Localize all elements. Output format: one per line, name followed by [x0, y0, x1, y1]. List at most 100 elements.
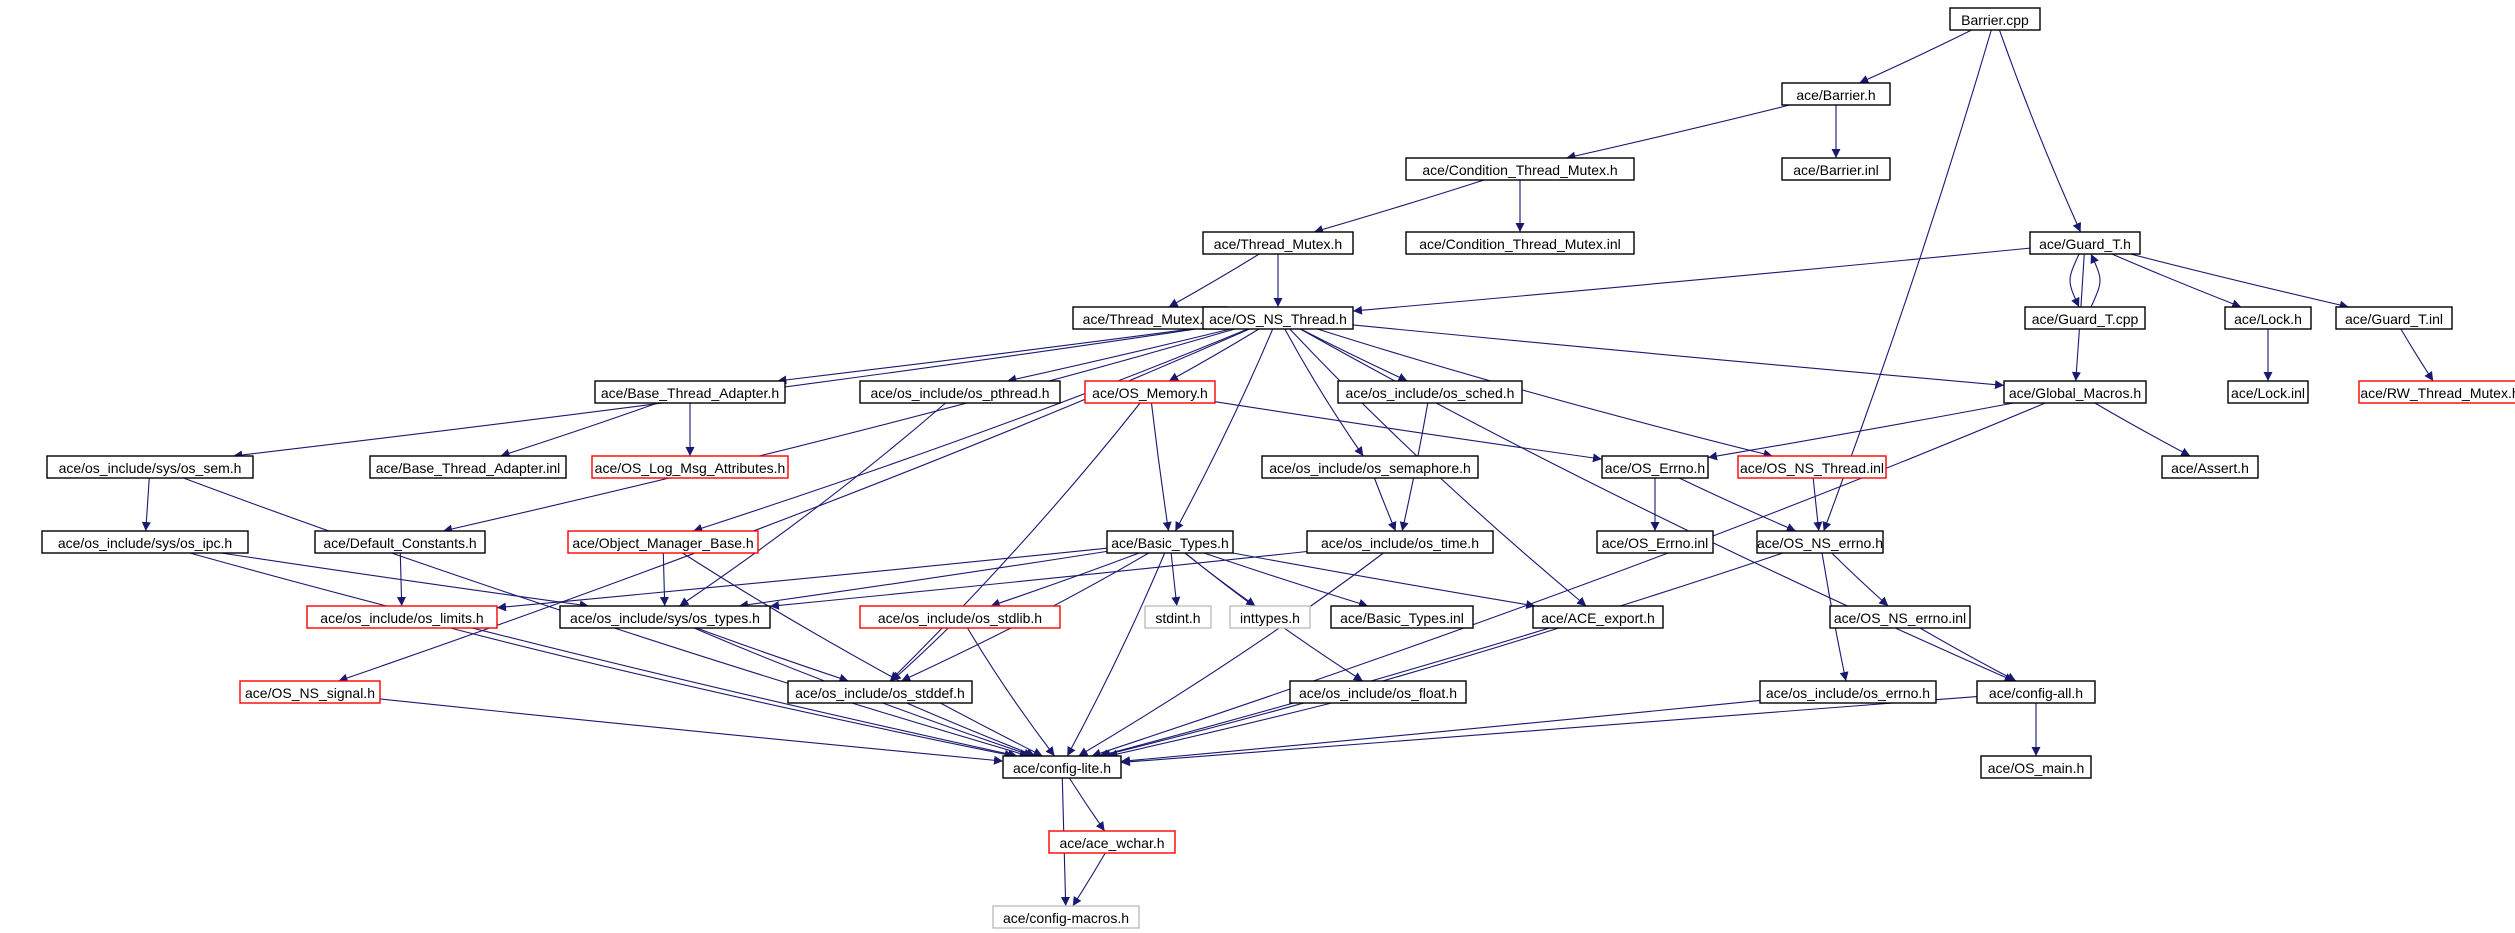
node-box	[1306, 530, 1494, 554]
node-os-ns-errno-inl[interactable]: ace/OS_NS_errno.inl	[1829, 605, 1971, 629]
node-base-thread-adapter-h[interactable]: ace/Base_Thread_Adapter.h	[594, 380, 786, 404]
node-label: ace/OS_NS_Thread.inl	[1740, 460, 1884, 476]
node-os-float-h[interactable]: ace/os_include/os_float.h	[1289, 680, 1467, 704]
node-barrier-inl[interactable]: ace/Barrier.inl	[1781, 157, 1891, 181]
node-os-errno-os-h[interactable]: ace/os_include/os_errno.h	[1759, 680, 1937, 704]
node-label: ace/Base_Thread_Adapter.h	[601, 385, 779, 401]
edge-config-lite-h-to-ace-wchar-h	[1068, 777, 1106, 832]
node-basic-types-h[interactable]: ace/Basic_Types.h	[1106, 530, 1234, 554]
edge-os-ipc-h-to-config-lite-h	[189, 552, 1018, 759]
node-config-all-h[interactable]: ace/config-all.h	[1976, 680, 2096, 704]
node-config-macros-h[interactable]: ace/config-macros.h	[992, 905, 1140, 929]
node-guard-t-cpp[interactable]: ace/Guard_T.cpp	[2024, 306, 2146, 330]
node-label: ace/Default_Constants.h	[323, 535, 476, 551]
node-global-macros-h[interactable]: ace/Global_Macros.h	[2003, 380, 2147, 404]
node-os-ipc-h[interactable]: ace/os_include/sys/os_ipc.h	[41, 530, 249, 554]
edge-os-ns-thread-h-to-basic-types-h	[1174, 328, 1274, 532]
node-default-constants-h[interactable]: ace/Default_Constants.h	[314, 530, 486, 554]
edge-os-ns-thread-h-to-base-thread-adapter-h	[777, 326, 1204, 385]
node-cond-thread-mutex-h[interactable]: ace/Condition_Thread_Mutex.h	[1405, 157, 1635, 181]
node-label: ace/os_include/os_semaphore.h	[1269, 460, 1471, 476]
edge-cond-thread-mutex-h-to-thread-mutex-h	[1313, 179, 1485, 234]
node-barrier-h[interactable]: ace/Barrier.h	[1781, 82, 1891, 106]
node-os-pthread-h[interactable]: ace/os_include/os_pthread.h	[859, 380, 1061, 404]
node-os-stdlib-h[interactable]: ace/os_include/os_stdlib.h	[859, 605, 1061, 629]
node-box	[1048, 830, 1176, 854]
edge-guard-t-cpp-to-guard-t-h	[2090, 253, 2101, 308]
node-cond-thread-mutex-inl[interactable]: ace/Condition_Thread_Mutex.inl	[1405, 231, 1635, 255]
node-label: ace/os_include/os_limits.h	[320, 610, 483, 626]
node-object-manager-base-h[interactable]: ace/Object_Manager_Base.h	[567, 530, 759, 554]
node-box	[2003, 380, 2147, 404]
node-rw-thread-mutex-h[interactable]: ace/RW_Thread_Mutex.h	[2358, 380, 2515, 404]
node-label: ace/OS_NS_signal.h	[245, 685, 375, 701]
node-os-errno-h[interactable]: ace/OS_Errno.h	[1601, 455, 1709, 479]
node-ace-export-h[interactable]: ace/ACE_export.h	[1532, 605, 1664, 629]
node-label: ace/Lock.h	[2234, 311, 2302, 327]
node-assert-h[interactable]: ace/Assert.h	[2161, 455, 2259, 479]
node-os-main-h[interactable]: ace/OS_main.h	[1980, 755, 2092, 779]
node-label: ace/OS_Memory.h	[1092, 385, 1208, 401]
node-os-errno-inl[interactable]: ace/OS_Errno.inl	[1596, 530, 1714, 554]
edge-basic-types-h-to-basic-types-inl	[1203, 552, 1369, 608]
node-box	[591, 455, 789, 479]
node-box	[2029, 231, 2141, 255]
node-barrier-cpp[interactable]: Barrier.cpp	[1949, 7, 2041, 31]
edge-os-ns-thread-h-to-os-pthread-h	[1007, 328, 1231, 384]
node-lock-h[interactable]: ace/Lock.h	[2224, 306, 2312, 330]
node-os-memory-h[interactable]: ace/OS_Memory.h	[1084, 380, 1216, 404]
edge-os-limits-h-to-config-lite-h	[450, 627, 1014, 759]
node-box	[859, 380, 1061, 404]
edge-ace-wchar-h-to-config-macros-h	[1072, 852, 1106, 907]
node-os-stddef-h[interactable]: ace/os_include/os_stddef.h	[787, 680, 973, 704]
node-guard-t-inl[interactable]: ace/Guard_T.inl	[2335, 306, 2453, 330]
node-os-ns-thread-inl[interactable]: ace/OS_NS_Thread.inl	[1737, 455, 1887, 479]
edge-os-errno-os-h-to-config-lite-h	[1120, 699, 1761, 766]
node-os-sched-h[interactable]: ace/os_include/os_sched.h	[1337, 380, 1523, 404]
node-box	[306, 605, 498, 629]
node-label: ace/os_include/sys/os_ipc.h	[58, 535, 232, 551]
edge-os-ns-thread-h-to-os-semaphore-h	[1284, 328, 1364, 457]
edge-basic-types-h-to-ace-export-h	[1232, 552, 1536, 609]
node-label: ace/Global_Macros.h	[2009, 385, 2141, 401]
node-inttypes-h[interactable]: inttypes.h	[1229, 605, 1311, 629]
node-label: ace/OS_NS_errno.inl	[1834, 610, 1966, 626]
node-config-lite-h[interactable]: ace/config-lite.h	[1002, 755, 1122, 779]
node-lock-inl[interactable]: ace/Lock.inl	[2227, 380, 2309, 404]
node-thread-mutex-h[interactable]: ace/Thread_Mutex.h	[1202, 231, 1354, 255]
node-label: ace/Object_Manager_Base.h	[572, 535, 753, 551]
node-base-thread-adapter-inl[interactable]: ace/Base_Thread_Adapter.inl	[369, 455, 567, 479]
node-label: ace/Basic_Types.h	[1111, 535, 1229, 551]
node-box	[46, 455, 254, 479]
edge-os-memory-h-to-os-errno-h	[1214, 401, 1603, 463]
node-os-ns-thread-h[interactable]: ace/OS_NS_Thread.h	[1202, 306, 1354, 330]
node-box	[1106, 530, 1234, 554]
edge-os-memory-h-to-basic-types-h	[1150, 402, 1172, 532]
node-ace-wchar-h[interactable]: ace/ace_wchar.h	[1048, 830, 1176, 854]
edge-barrier-cpp-to-guard-t-h	[1998, 29, 2082, 233]
edge-basic-types-h-to-os-types-h	[738, 550, 1108, 610]
node-os-semaphore-h[interactable]: ace/os_include/os_semaphore.h	[1261, 455, 1479, 479]
edge-os-stdlib-h-to-config-lite-h	[967, 627, 1055, 757]
node-box	[1229, 605, 1311, 629]
edge-thread-mutex-h-to-thread-mutex-inl	[1168, 253, 1260, 308]
node-os-ns-signal-h[interactable]: ace/OS_NS_signal.h	[239, 680, 381, 704]
node-stdint-h[interactable]: stdint.h	[1144, 605, 1212, 629]
node-basic-types-inl[interactable]: ace/Basic_Types.inl	[1330, 605, 1474, 629]
node-box	[1261, 455, 1479, 479]
node-label: ace/Lock.inl	[2231, 385, 2305, 401]
edge-os-ns-errno-inl-to-config-all-h	[1919, 627, 2017, 682]
node-os-types-h[interactable]: ace/os_include/sys/os_types.h	[559, 605, 771, 629]
node-label: ace/ACE_export.h	[1541, 610, 1655, 626]
node-box	[1980, 755, 2092, 779]
node-os-time-h[interactable]: ace/os_include/os_time.h	[1306, 530, 1494, 554]
node-os-ns-errno-h[interactable]: ace/OS_NS_errno.h	[1756, 530, 1884, 554]
node-label: ace/Guard_T.h	[2039, 236, 2131, 252]
node-os-sem-h[interactable]: ace/os_include/sys/os_sem.h	[46, 455, 254, 479]
node-guard-t-h[interactable]: ace/Guard_T.h	[2029, 231, 2141, 255]
edge-barrier-h-to-cond-thread-mutex-h	[1566, 104, 1790, 161]
node-os-limits-h[interactable]: ace/os_include/os_limits.h	[306, 605, 498, 629]
node-os-log-msg-attr-h[interactable]: ace/OS_Log_Msg_Attributes.h	[591, 455, 789, 479]
node-label: ace/config-macros.h	[1003, 910, 1129, 926]
node-box	[1337, 380, 1523, 404]
